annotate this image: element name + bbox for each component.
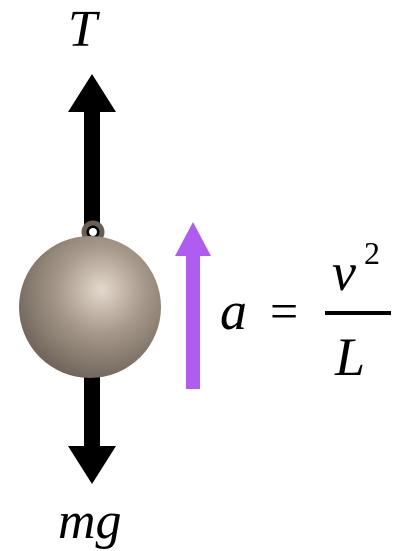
velocity-numerator: v — [332, 242, 356, 302]
tension-label: T — [68, 1, 97, 58]
velocity-exponent: 2 — [364, 235, 380, 271]
acceleration-symbol: a — [220, 281, 247, 341]
length-denominator: L — [335, 327, 366, 387]
acceleration-arrow-shaft — [186, 252, 200, 389]
weight-arrow — [68, 372, 116, 484]
tension-arrow-shaft — [84, 108, 100, 238]
pendulum-bob-icon — [19, 236, 161, 378]
equals-sign: = — [270, 283, 299, 339]
weight-label: mg — [58, 493, 122, 550]
tension-arrowhead — [68, 74, 116, 112]
weight-arrowhead — [68, 446, 116, 484]
tension-arrow — [68, 74, 116, 238]
weight-arrow-shaft — [84, 372, 100, 448]
acceleration-arrow — [175, 222, 211, 389]
acceleration-arrowhead — [175, 222, 211, 256]
fraction-bar — [325, 311, 391, 315]
